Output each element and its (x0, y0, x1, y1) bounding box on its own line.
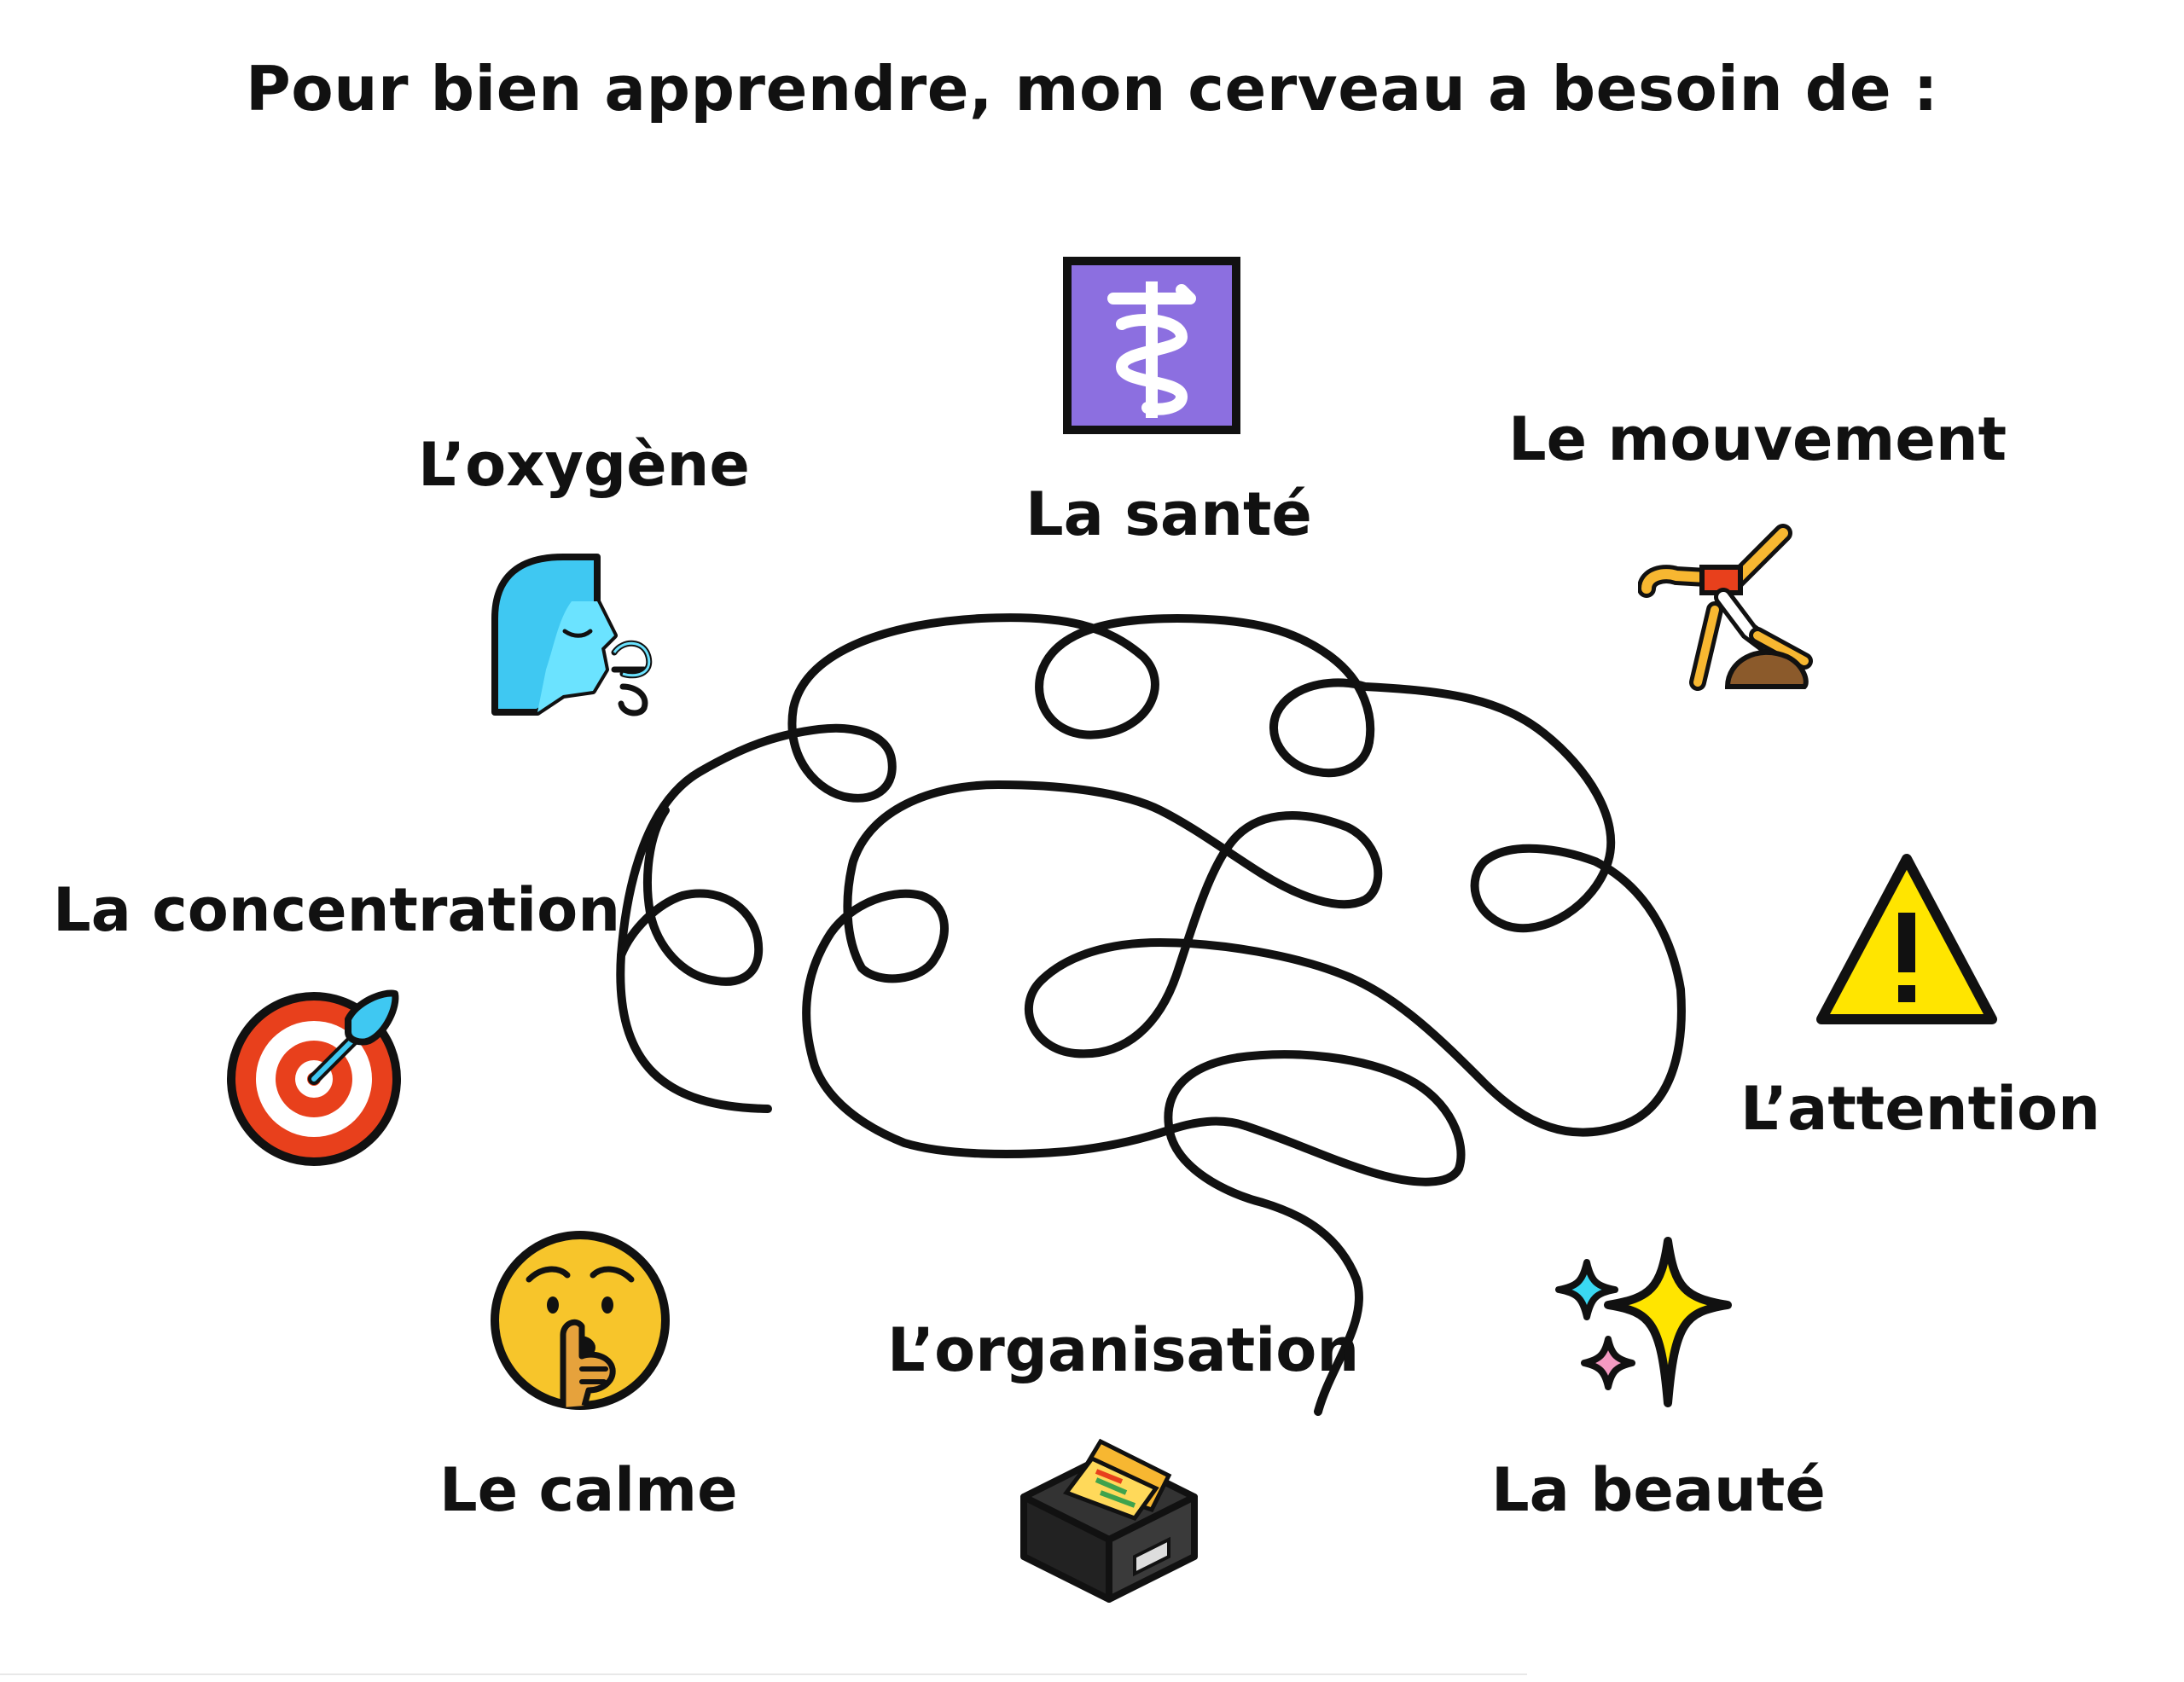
shushing-face-icon (491, 1231, 670, 1410)
divider (0, 1673, 1527, 1675)
bullseye-dart-icon (227, 989, 401, 1166)
need-label-oxygen: L’oxygène (418, 430, 750, 500)
warning-sign-icon (1816, 854, 1997, 1024)
need-label-concentration: La concentration (53, 875, 621, 945)
need-label-attention: L’attention (1740, 1074, 2100, 1144)
need-label-organization: L’organisation (887, 1315, 1360, 1385)
need-label-calm: Le calme (439, 1455, 738, 1525)
sparkles-icon (1555, 1237, 1732, 1407)
medical-symbol-icon (1063, 257, 1240, 434)
cartwheel-icon (1638, 524, 1813, 691)
need-label-movement: Le mouvement (1508, 404, 2007, 474)
face-exhaling-icon (491, 554, 653, 716)
need-label-health: La santé (1025, 479, 1312, 549)
card-file-box-icon (1020, 1438, 1198, 1603)
page-title: Pour bien apprendre, mon cerveau a besoi… (245, 53, 1939, 125)
need-label-beauty: La beauté (1491, 1455, 1826, 1525)
